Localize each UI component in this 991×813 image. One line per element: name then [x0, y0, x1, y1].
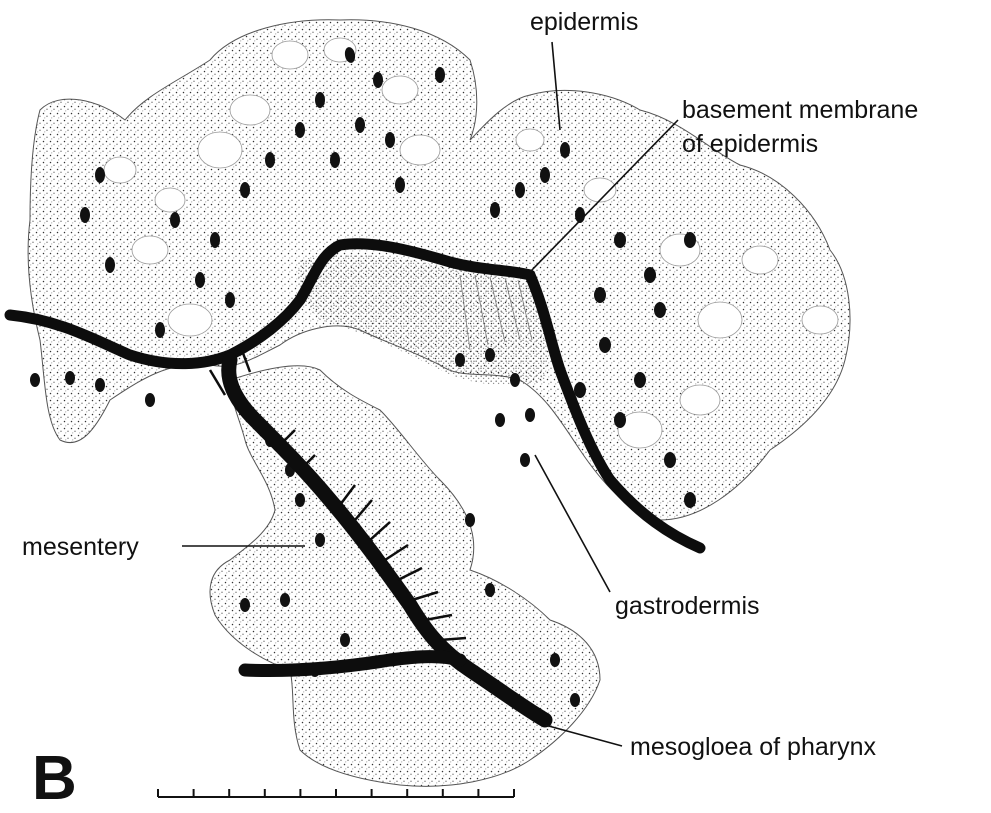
label-mesogloea-of-pharynx: mesogloea of pharynx — [630, 733, 876, 761]
label-mesentery: mesentery — [22, 533, 139, 561]
label-epidermis: epidermis — [530, 8, 638, 36]
label-basement-membrane-line1: basement membrane — [682, 96, 918, 124]
panel-letter: B — [32, 748, 77, 810]
label-basement-membrane-line2: of epidermis — [682, 130, 818, 158]
label-gastrodermis: gastrodermis — [615, 592, 760, 620]
scale-bar-ticks — [158, 789, 514, 797]
